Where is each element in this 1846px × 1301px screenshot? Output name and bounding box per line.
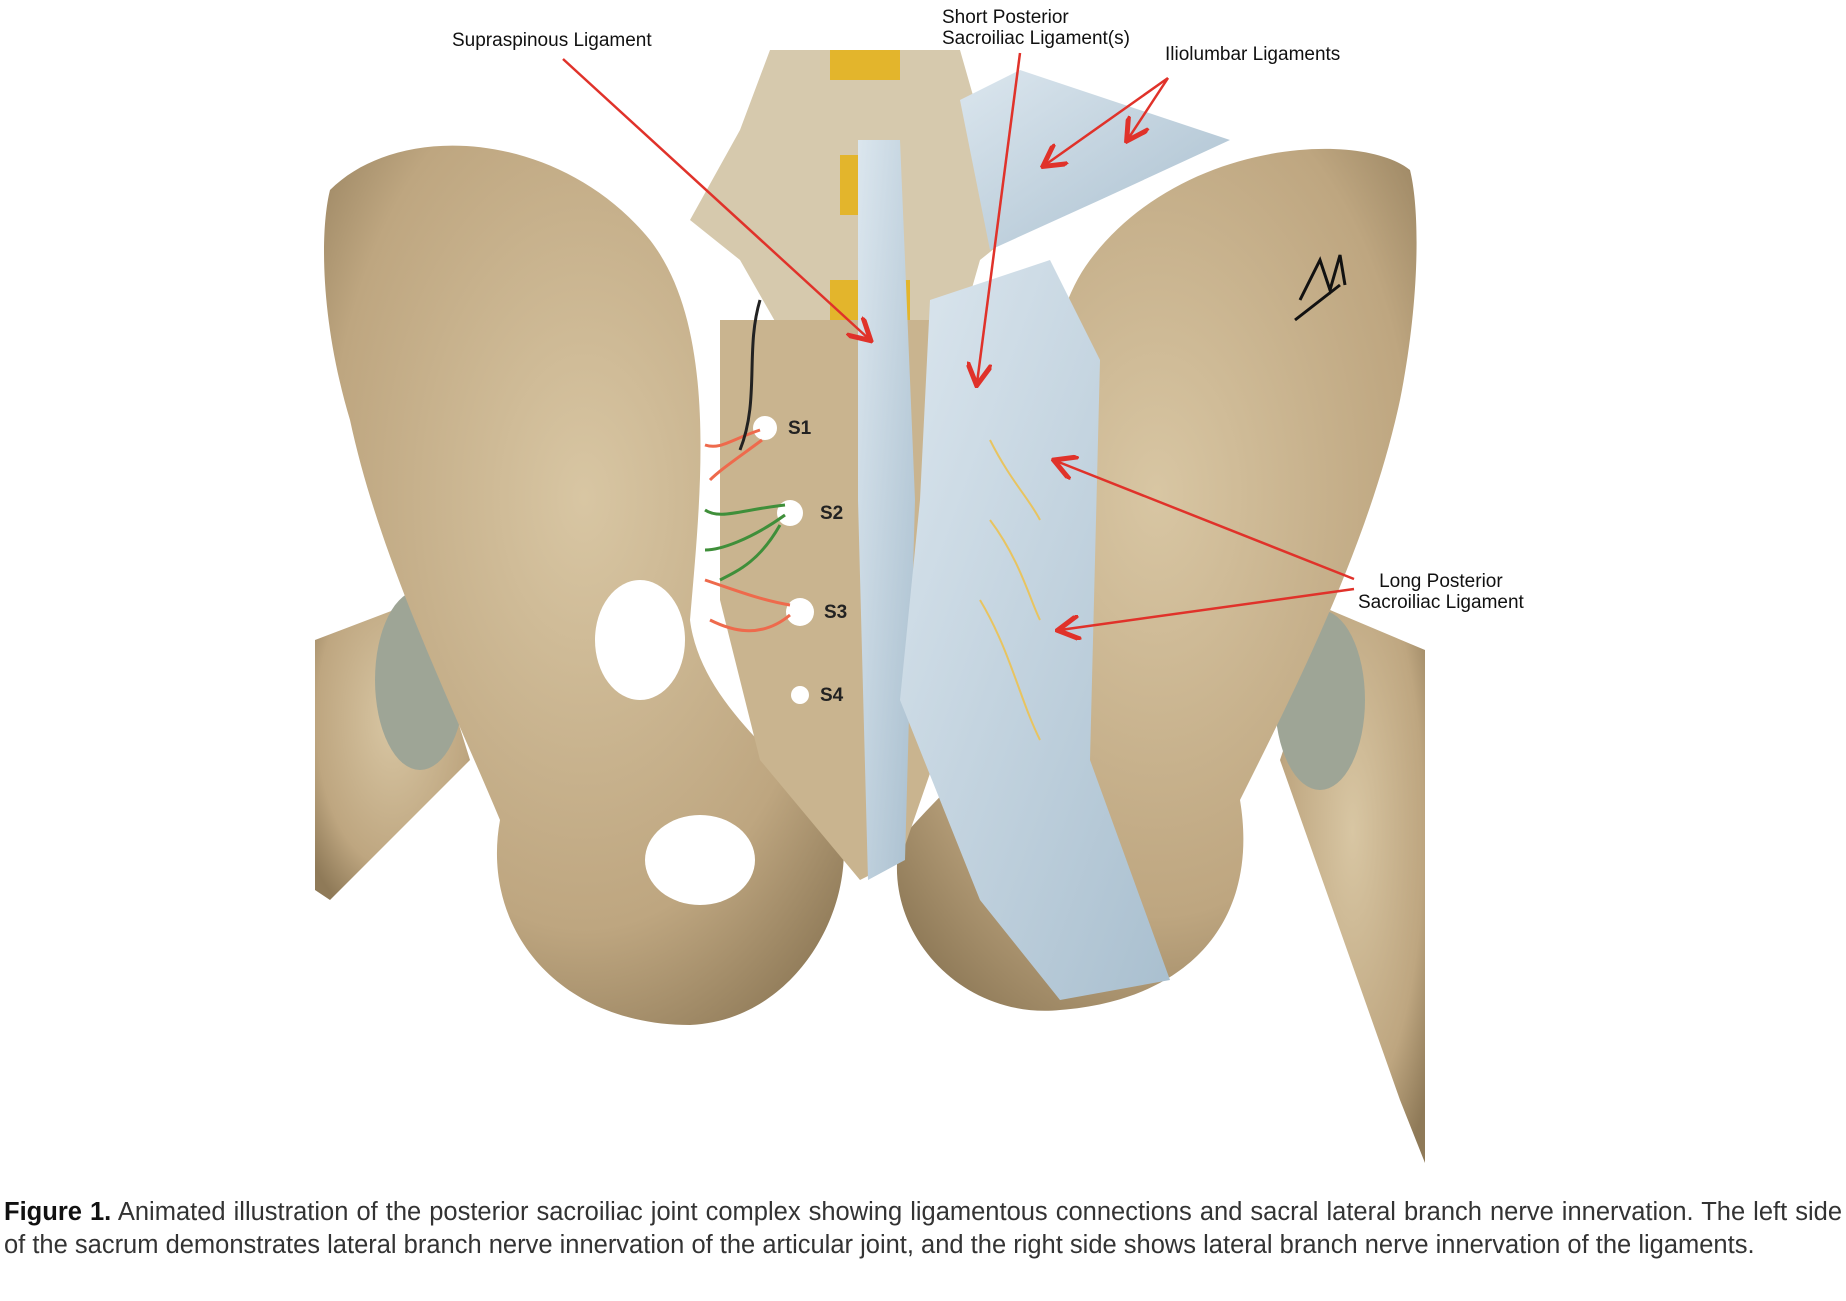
artist-signature <box>1294 254 1347 322</box>
label-short-posterior-sacroiliac: Short Posterior Sacroiliac Ligament(s) <box>942 7 1130 49</box>
label-s2: S2 <box>820 503 844 524</box>
ligament-band <box>900 260 1170 1000</box>
caption-label: Figure 1. <box>4 1198 112 1226</box>
label-supraspinous-ligament: Supraspinous Ligament <box>452 30 652 51</box>
caption-text: Animated illustration of the posterior s… <box>4 1198 1842 1259</box>
label-s1: S1 <box>788 418 812 439</box>
left-ilium <box>324 145 844 1025</box>
label-line: Short Posterior <box>942 7 1069 28</box>
label-line: Long Posterior <box>1379 571 1503 592</box>
label-s4: S4 <box>820 685 844 706</box>
anatomy-figure: Supraspinous Ligament Short Posterior Sa… <box>315 7 1524 1163</box>
label-arrows <box>562 52 1355 630</box>
label-line: Sacroiliac Ligament <box>1358 592 1524 613</box>
iliolumbar-ligament-band <box>960 70 1230 250</box>
label-iliolumbar-ligaments: Iliolumbar Ligaments <box>1165 44 1341 65</box>
label-long-posterior-sacroiliac: Long Posterior Sacroiliac Ligament <box>1358 571 1524 613</box>
label-line: Sacroiliac Ligament(s) <box>942 28 1130 49</box>
figure-caption: Figure 1. Animated illustration of the p… <box>4 1196 1842 1262</box>
label-s3: S3 <box>824 602 848 623</box>
pelvis-illustration <box>315 50 1425 1163</box>
